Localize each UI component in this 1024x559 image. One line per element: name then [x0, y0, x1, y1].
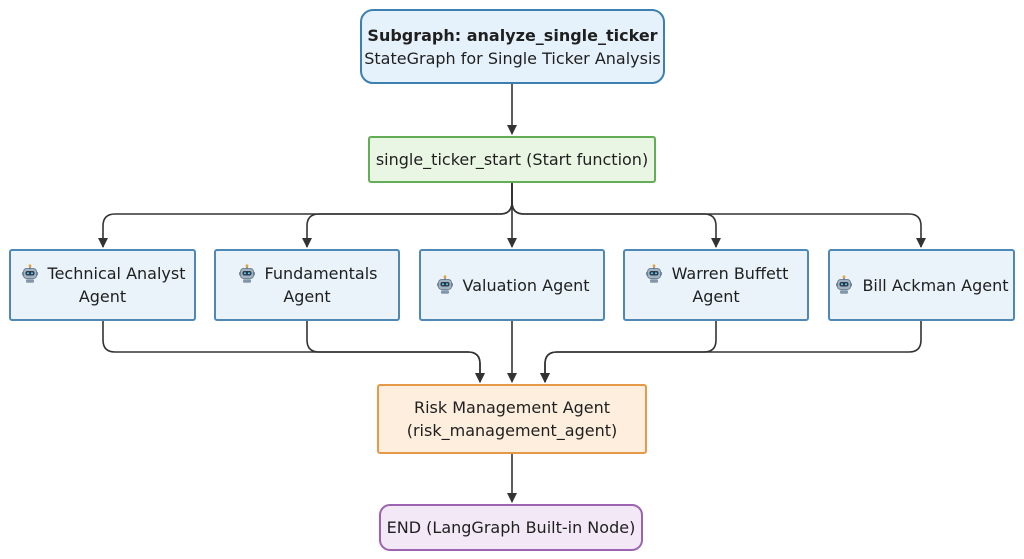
start-node-label: single_ticker_start (Start function): [375, 150, 649, 169]
risk-node-title: Risk Management Agent: [413, 398, 611, 417]
agent-label-line1: Valuation Agent: [462, 275, 590, 295]
edge-start-to-fundamentals: [302, 183, 513, 248]
agent-label-line1: Bill Ackman Agent: [862, 275, 1009, 295]
robot-icon: [645, 263, 662, 283]
start-node[interactable]: single_ticker_start (Start function): [368, 136, 656, 183]
robot-icon: [21, 263, 38, 283]
robot-icon: [436, 275, 453, 294]
agent-label-line2: Agent: [283, 287, 331, 306]
agent-label-line1: Warren Buffett: [671, 264, 789, 283]
technical-analyst-agent-node[interactable]: Technical Analyst Agent: [9, 249, 196, 321]
edge-ackman-to-risk: [540, 321, 922, 383]
robot-icon: [238, 263, 255, 283]
robot-icon: [836, 275, 853, 294]
risk-management-agent-node[interactable]: Risk Management Agent (risk_management_a…: [377, 384, 647, 454]
edge-start-to-ackman: [511, 183, 926, 248]
edge-start-to-warren: [511, 183, 721, 248]
end-node-label: END (LangGraph Built-in Node): [386, 518, 636, 537]
end-node[interactable]: END (LangGraph Built-in Node): [379, 504, 643, 551]
subgraph-node[interactable]: Subgraph: analyze_single_ticker StateGra…: [360, 9, 665, 84]
warren-buffett-agent-node[interactable]: Warren Buffett Agent: [623, 249, 809, 321]
risk-node-subtitle: (risk_management_agent): [406, 421, 618, 440]
edge-fundamentals-to-risk: [306, 321, 485, 383]
subgraph-title: Subgraph: analyze_single_ticker: [367, 25, 658, 45]
agent-label-line1: Fundamentals: [264, 264, 378, 283]
agent-label-line2: Agent: [692, 287, 740, 306]
bill-ackman-agent-node[interactable]: Bill Ackman Agent: [828, 249, 1015, 321]
valuation-agent-node[interactable]: Valuation Agent: [419, 249, 605, 321]
fundamentals-agent-node[interactable]: Fundamentals Agent: [214, 249, 400, 321]
subgraph-subtitle: StateGraph for Single Ticker Analysis: [364, 48, 661, 68]
agent-label-line2: Agent: [78, 287, 127, 306]
agent-label-line1: Technical Analyst: [47, 264, 186, 283]
